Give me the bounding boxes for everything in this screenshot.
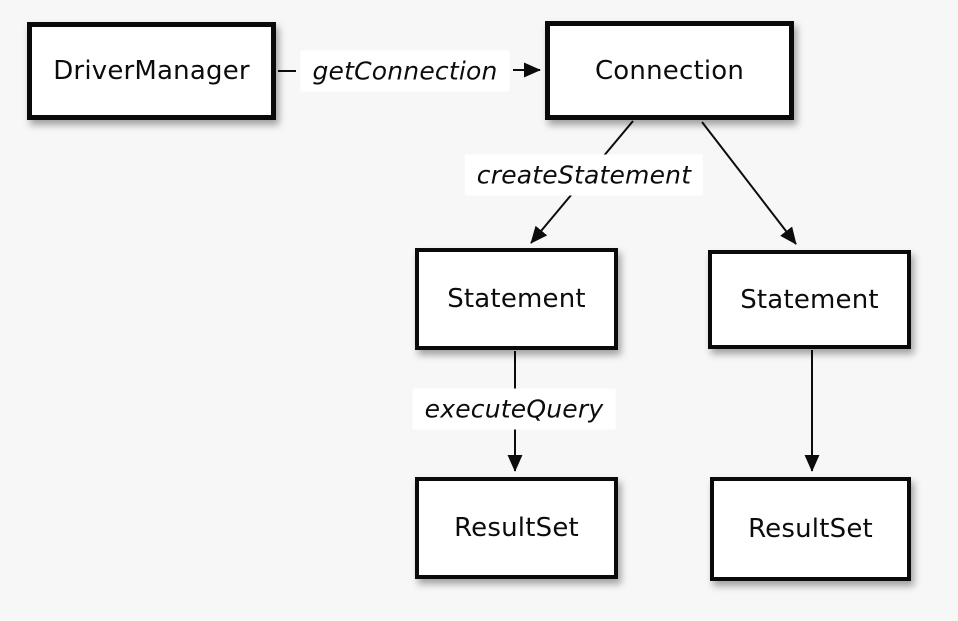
node-statement-left-label: Statement — [447, 284, 586, 314]
node-resultset-right: ResultSet — [710, 477, 911, 581]
edge-connection-to-statement-right-arrow — [701, 121, 797, 245]
node-resultset-left-label: ResultSet — [454, 513, 579, 543]
edge-label-executequery: executeQuery — [412, 388, 616, 430]
node-connection: Connection — [545, 21, 794, 120]
edge-label-getconnection: getConnection — [300, 50, 510, 92]
node-drivermanager-label: DriverManager — [53, 56, 250, 86]
node-connection-label: Connection — [594, 55, 745, 86]
edge-label-createstatement: createStatement — [464, 154, 704, 196]
node-resultset-right-label: ResultSet — [748, 514, 873, 544]
node-statement-right-label: Statement — [740, 284, 879, 315]
node-statement-left: Statement — [415, 248, 618, 350]
node-resultset-left: ResultSet — [415, 477, 618, 579]
node-statement-right: Statement — [708, 250, 911, 349]
node-drivermanager: DriverManager — [27, 22, 276, 120]
